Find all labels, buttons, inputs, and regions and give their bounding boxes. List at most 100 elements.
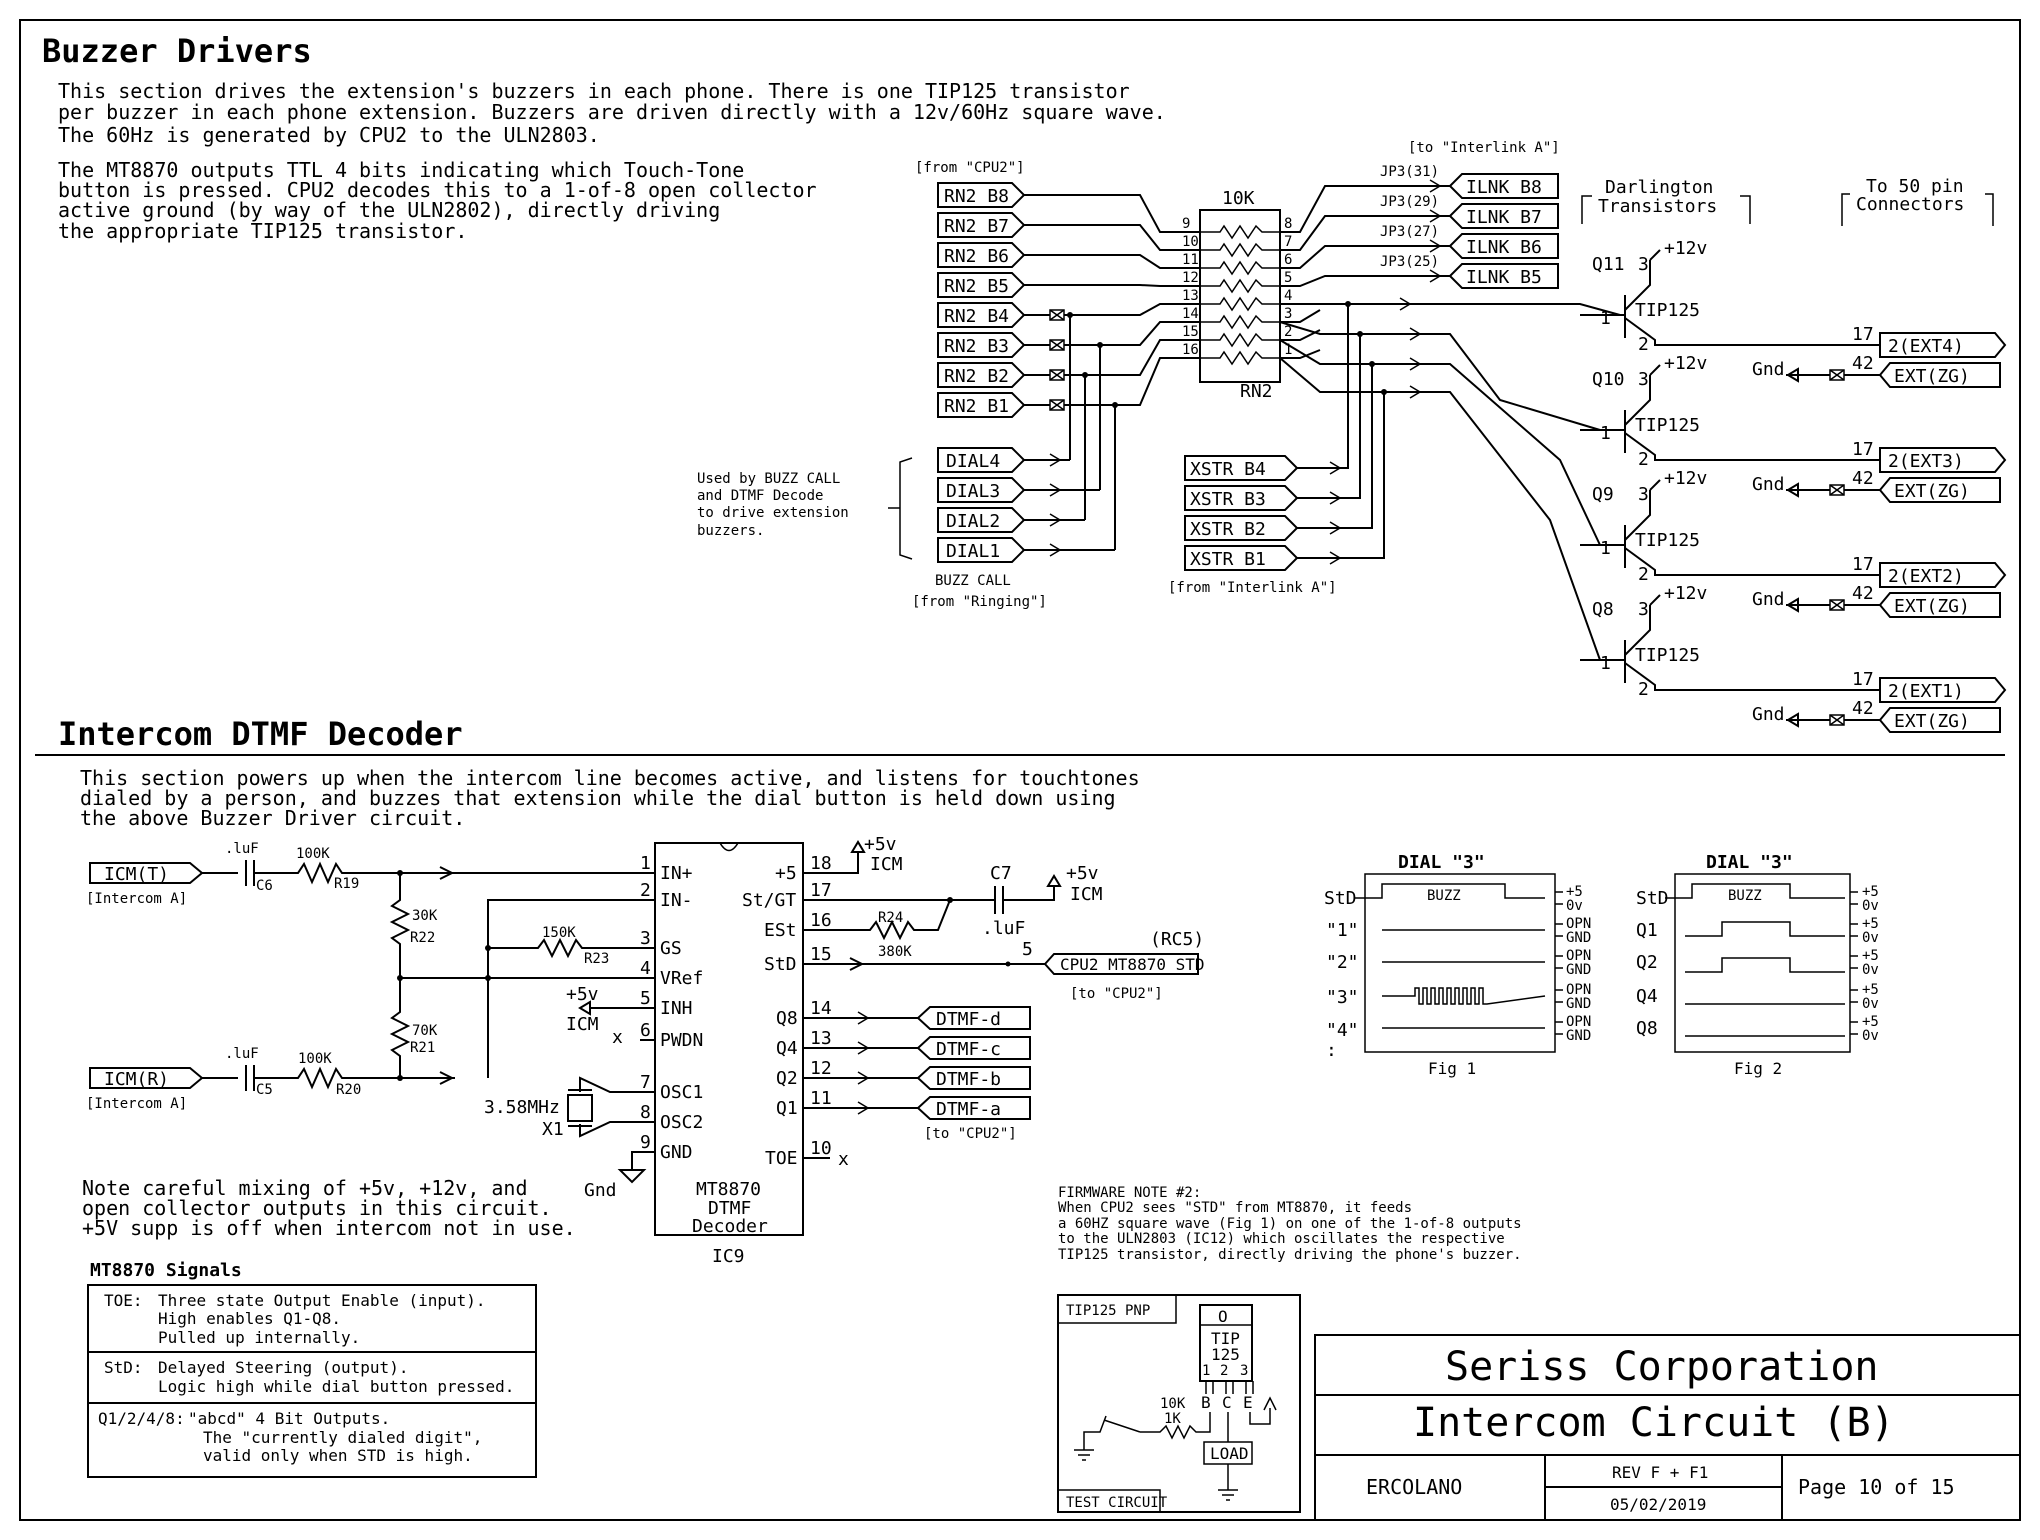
- darlington-header: Darlington Transistors: [1581, 177, 1751, 224]
- fig2-level-lo: 0v: [1862, 962, 1879, 978]
- ic-right-pin-name: Q8: [776, 1008, 798, 1029]
- title-block: Seriss Corporation Intercom Circuit (B) …: [1314, 1334, 2021, 1521]
- company-name: Seriss Corporation: [1445, 1344, 1878, 1390]
- dtmf-desc-1: This section powers up when the intercom…: [80, 766, 1140, 790]
- jp3-label: JP3(31): [1380, 164, 1439, 180]
- rn2-input-flag: [937, 392, 1026, 418]
- crystal-ref: X1: [542, 1119, 564, 1140]
- test-load: LOAD: [1210, 1444, 1249, 1463]
- dial-flag: [937, 537, 1026, 563]
- buzz-call-label: BUZZ CALL: [935, 573, 1011, 589]
- ext-pin17: 17: [1852, 439, 1874, 460]
- gnd-label: Gnd: [1752, 474, 1785, 495]
- gnd-label: Gnd: [1752, 589, 1785, 610]
- c7-ref: C7: [990, 863, 1012, 884]
- ic-left-pin-num: 1: [640, 853, 651, 874]
- ext-zg-label: EXT(ZG): [1894, 481, 1970, 502]
- rn2-left-pin: 16: [1182, 342, 1199, 358]
- ic-left-pin-name: OSC2: [660, 1112, 703, 1133]
- fig2-level-hi: +5: [1862, 1014, 1879, 1030]
- ext-zg-label: EXT(ZG): [1894, 366, 1970, 387]
- test-b: B: [1201, 1393, 1211, 1412]
- sig-std-2: Logic high while dial button pressed.: [158, 1377, 514, 1396]
- r22-ref: R22: [410, 930, 435, 946]
- r21-value: 70K: [412, 1023, 438, 1039]
- drawing-title: Intercom Circuit (B): [1413, 1400, 1895, 1446]
- used-by-3: to drive extension: [697, 505, 849, 521]
- transistor-ref: Q8: [1592, 599, 1614, 620]
- ext-flag: [1879, 562, 2007, 588]
- dial-flag: [937, 447, 1026, 473]
- ic-name-3: Decoder: [692, 1216, 768, 1237]
- ic-left-pin-name: IN+: [660, 863, 693, 884]
- transistor-pin3: 3: [1638, 484, 1649, 505]
- ic-right-pin-num: 16: [810, 910, 832, 931]
- ilnk-flag: [1448, 233, 1559, 259]
- dtmf-desc-3: the above Buzzer Driver circuit.: [80, 806, 465, 830]
- ilnk-flag: [1448, 203, 1559, 229]
- r24-ref: R24: [878, 910, 903, 926]
- rn2-input-label: RN2 B8: [944, 186, 1009, 207]
- mixing-note-2: open collector outputs in this circuit.: [82, 1196, 552, 1220]
- dial-label: DIAL4: [946, 451, 1000, 472]
- crystal-x1: 3.58MHz X1: [484, 1076, 640, 1140]
- used-by-2: and DTMF Decode: [697, 488, 823, 504]
- dial-label: DIAL2: [946, 511, 1000, 532]
- ext-pin17: 17: [1852, 324, 1874, 345]
- ic-right-pin-name: Q1: [776, 1098, 798, 1119]
- jp3-label: JP3(27): [1380, 224, 1439, 240]
- rc5-label: (RC5): [1150, 929, 1204, 950]
- resistor-network-rn2: 10K RN2: [1199, 188, 1281, 402]
- transistor-part: TIP125: [1635, 530, 1700, 551]
- from-ringing-label: [from "Ringing"]: [912, 594, 1047, 610]
- rn2-left-pin: 13: [1182, 288, 1199, 304]
- drawing-rev: REV F + F1: [1612, 1463, 1708, 1482]
- sig-q-1: "abcd" 4 Bit Outputs.: [188, 1409, 390, 1428]
- sig-toe-3: Pulled up internally.: [158, 1328, 360, 1347]
- inh-pwdn: +5v ICM x: [566, 984, 640, 1048]
- c6-ref: C6: [256, 878, 273, 894]
- dtmf-output-label: DTMF-c: [936, 1039, 1001, 1060]
- sig-toe: TOE:: [104, 1291, 143, 1310]
- ext-zg-flag: [1878, 362, 2001, 388]
- c5-value: .luF: [225, 1046, 259, 1062]
- rn2-input-flag: [937, 332, 1026, 358]
- fig1-level-hi: +5: [1566, 884, 1583, 900]
- ext-zg-label: EXT(ZG): [1894, 596, 1970, 617]
- sig-toe-1: Three state Output Enable (input).: [158, 1291, 486, 1310]
- rn2-input-label: RN2 B2: [944, 366, 1009, 387]
- test-r1: 10K: [1160, 1396, 1186, 1412]
- transistor-pin1: 1: [1600, 538, 1611, 559]
- used-by-1: Used by BUZZ CALL: [697, 471, 840, 487]
- xstr-flag: [1184, 545, 1299, 571]
- fig1-row-label: "2": [1326, 952, 1359, 973]
- ic-left-pin-name: INH: [660, 998, 693, 1019]
- ic-right-pin-num: 11: [810, 1088, 832, 1109]
- inh-icm: ICM: [566, 1014, 599, 1035]
- transistor-pin1: 1: [1600, 653, 1611, 674]
- rn2-input-label: RN2 B4: [944, 306, 1009, 327]
- ilnk-label: ILNK B7: [1466, 207, 1542, 228]
- rn2-right-pin: 8: [1284, 216, 1292, 232]
- r20-value: 100K: [298, 1051, 332, 1067]
- ic-power: +5v ICM: [803, 834, 903, 875]
- transistor-pin1: 1: [1600, 308, 1611, 329]
- ext-zg-flag: [1878, 592, 2001, 618]
- outputs-to-cpu2: [to "CPU2"]: [924, 1126, 1017, 1142]
- r19-ref: R19: [334, 876, 359, 892]
- fig2-level-hi: +5: [1862, 982, 1879, 998]
- rn2-left-pin: 9: [1182, 216, 1190, 232]
- ext-flag: [1879, 677, 2007, 703]
- dtmf-desc-2: dialed by a person, and buzzes that exte…: [80, 786, 1116, 810]
- ext-label: 2(EXT1): [1888, 681, 1964, 702]
- ext-pin42: 42: [1852, 353, 1874, 374]
- icm-t-input: ICM(T) [Intercom A]: [86, 862, 204, 907]
- ic-icm: ICM: [870, 854, 903, 875]
- std-circuit: C7 .luF +5v ICM CPU2 MT8870 STD R24 380K…: [803, 863, 1205, 1002]
- fig1-buzz: BUZZ: [1427, 888, 1461, 904]
- buzzer-desc-3: The 60Hz is generated by CPU2 to the ULN…: [58, 123, 600, 147]
- mixing-note-3: +5V supp is off when intercom not in use…: [82, 1216, 576, 1240]
- ic-right-pin-name: TOE: [765, 1148, 798, 1169]
